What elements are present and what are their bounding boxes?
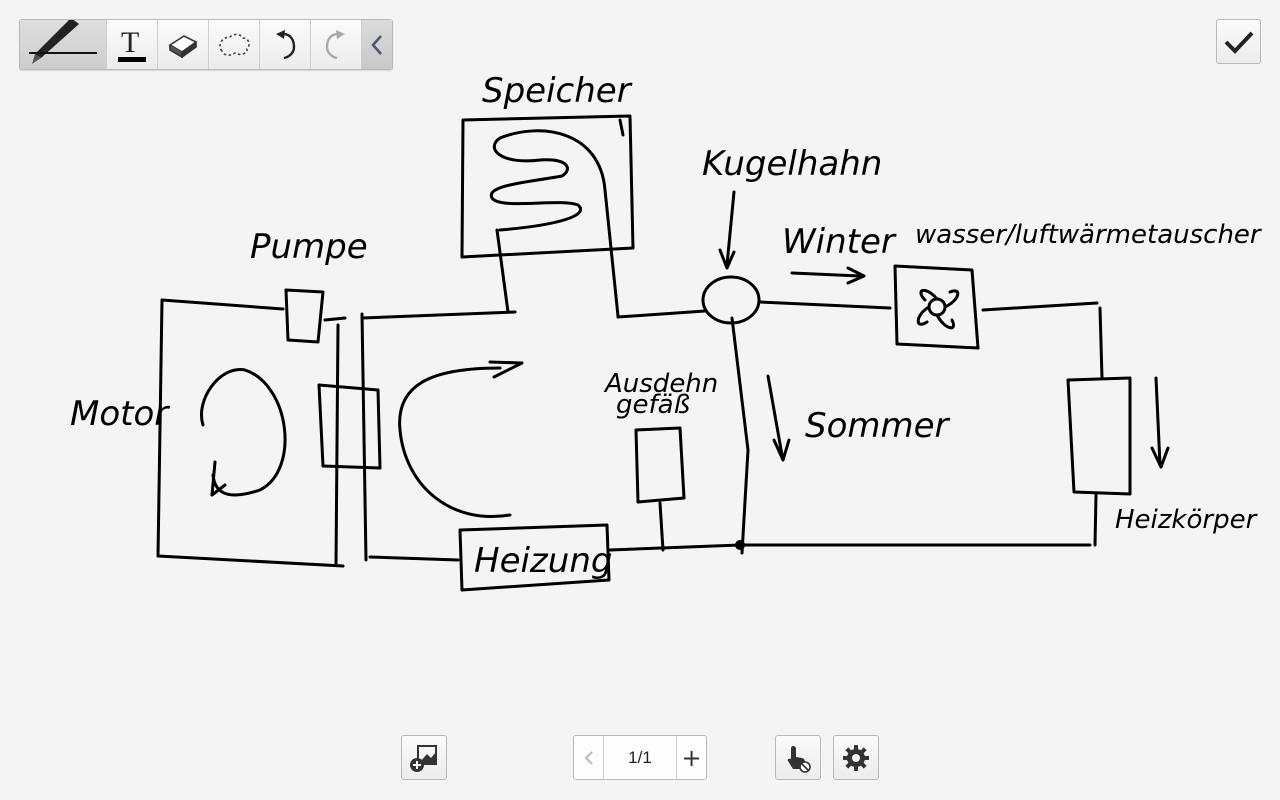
label-winter: Winter xyxy=(782,222,897,262)
finger-touch-icon xyxy=(787,745,811,773)
kugelhahn-valve xyxy=(701,275,761,325)
chevron-left-icon xyxy=(584,750,593,765)
page-navigator: 1/1 + xyxy=(573,735,707,780)
heizung-box xyxy=(458,523,611,592)
eraser-icon xyxy=(168,34,198,58)
insert-image-button[interactable] xyxy=(401,735,447,780)
label-kugelhahn: Kugelhahn xyxy=(702,144,882,184)
label-sommer: Sommer xyxy=(805,406,951,446)
pen-icon xyxy=(29,20,97,64)
lasso-icon xyxy=(219,33,250,56)
finger-touch-toggle[interactable] xyxy=(775,735,821,780)
fan-icon xyxy=(916,289,960,330)
label-speicher: Speicher xyxy=(482,71,633,111)
lasso-tool[interactable] xyxy=(209,20,260,69)
checkmark-icon xyxy=(1224,31,1253,54)
junction-dot xyxy=(735,540,745,550)
pipe-top xyxy=(160,298,1099,322)
pen-toolbar: T xyxy=(19,19,393,70)
page-indicator: 1/1 xyxy=(628,747,652,767)
pen-tool[interactable] xyxy=(20,20,107,69)
previous-page-button[interactable] xyxy=(574,736,604,779)
confirm-button[interactable] xyxy=(1216,19,1261,64)
chevron-left-icon xyxy=(371,34,382,55)
ausdehngefaess-box xyxy=(634,426,686,504)
label-waermetauscher: wasser/luftwärmetauscher xyxy=(915,220,1263,250)
pipe-left xyxy=(156,298,345,568)
label-ausdehn-2: gefäß xyxy=(616,390,690,420)
heizkoerper-box xyxy=(1066,376,1132,496)
pumpe-box xyxy=(284,288,325,344)
redo-button[interactable] xyxy=(311,20,362,69)
gear-icon xyxy=(843,744,869,771)
flow-arrow xyxy=(398,360,524,518)
speicher-tank xyxy=(460,114,635,259)
label-ausdehn-1: Ausdehn xyxy=(603,369,718,399)
motor-box xyxy=(317,383,382,470)
valve-riser xyxy=(730,316,750,555)
settings-button[interactable] xyxy=(833,735,879,780)
collapse-toolbar-button[interactable] xyxy=(362,20,392,69)
add-page-button[interactable]: + xyxy=(676,736,706,779)
undo-icon xyxy=(276,29,296,59)
speicher-coil xyxy=(489,129,620,318)
insert-image-icon xyxy=(410,744,437,772)
label-heizung: Heizung xyxy=(474,541,612,581)
motor-loop xyxy=(200,368,287,497)
label-heizkoerper: Heizkörper xyxy=(1115,505,1259,535)
label-pumpe: Pumpe xyxy=(250,227,368,267)
text-icon: T xyxy=(118,26,146,62)
label-motor: Motor xyxy=(70,394,170,434)
eraser-tool[interactable] xyxy=(158,20,209,69)
text-tool[interactable]: T xyxy=(107,20,158,69)
redo-icon xyxy=(325,29,345,59)
waermetauscher-box xyxy=(893,264,980,350)
undo-button[interactable] xyxy=(260,20,311,69)
